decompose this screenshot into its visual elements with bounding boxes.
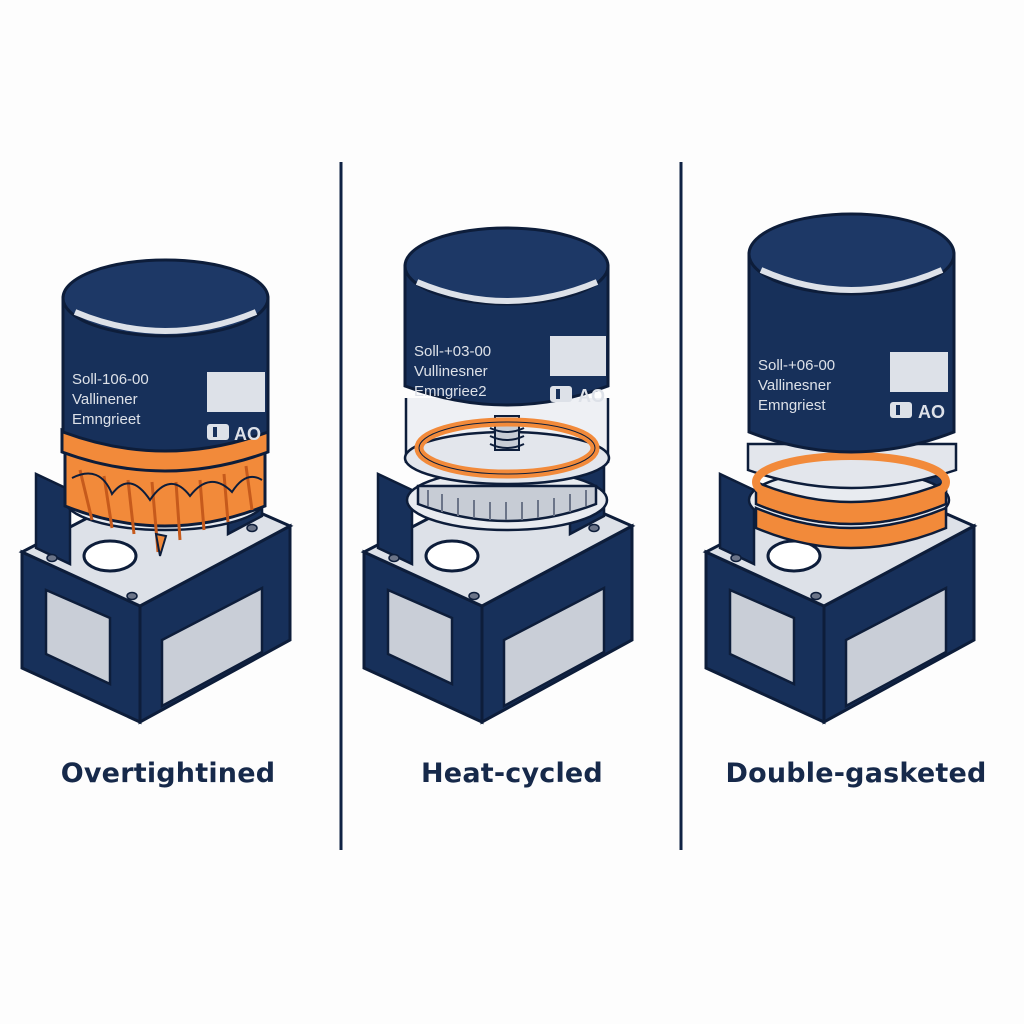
panel-double-gasketed: AO Soll-+06-00 Vallinesner Emngriest [704, 212, 976, 724]
badge-text: AO [578, 386, 605, 406]
oil-filter-can: AO Soll-+06-00 Vallinesner Emngriest [747, 212, 956, 454]
oil-filter-can: AO Soll-106-00 Vallinener Emngrieet [61, 258, 270, 453]
panel-title-heat-cycled: Heat-cycled [421, 758, 603, 789]
badge-text: AO [918, 402, 945, 422]
label-plate [890, 352, 948, 392]
filter-label-line-1: Soll-+06-00 [758, 357, 835, 374]
filter-label-line-3: Emngrieet [72, 411, 141, 428]
filter-label-line-2: Vallinener [72, 391, 138, 408]
logo-icon [207, 424, 229, 440]
label-plate [550, 336, 606, 376]
filter-label-line-1: Soll-+03-00 [414, 343, 491, 360]
filter-label-line-3: Emngriee2 [414, 383, 487, 400]
filter-label-line-2: Vallinesner [758, 377, 831, 394]
panel-heat-cycled: AO Soll-+03-00 Vullinesner Emngriee2 [362, 226, 634, 724]
filter-label-line-3: Emngriest [758, 397, 826, 414]
logo-icon [550, 386, 572, 402]
oil-filter-can: AO Soll-+03-00 Vullinesner Emngriee2 [403, 226, 610, 407]
panel-title-double-gasketed: Double-gasketed [725, 758, 987, 789]
double-gasket [752, 452, 950, 550]
logo-icon [890, 402, 912, 418]
badge-text: AO [234, 424, 261, 444]
torn-gasket [63, 450, 267, 557]
filter-label-line-1: Soll-106-00 [72, 371, 149, 388]
panel-title-overtightened: Overtightined [60, 758, 276, 789]
label-plate [207, 372, 265, 412]
filter-label-line-2: Vullinesner [414, 363, 488, 380]
panel-overtightened: AO Soll-106-00 Vallinener Emngrieet [20, 258, 292, 724]
